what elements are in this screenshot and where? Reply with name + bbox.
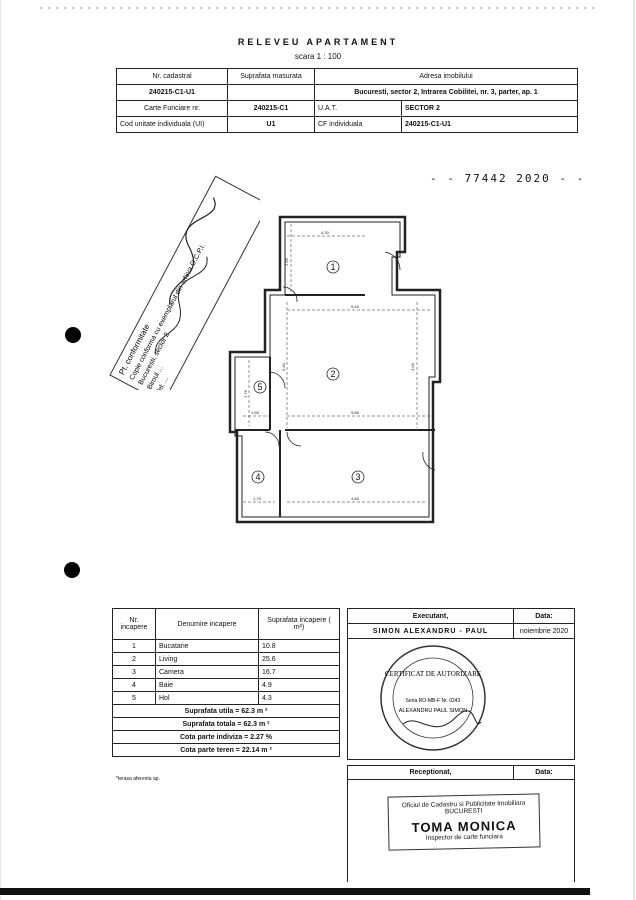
room-number-1: 1 (330, 262, 335, 272)
room-area: 4.9 (258, 678, 340, 692)
room-nr: 1 (112, 639, 156, 653)
indivisible-quota: Cota parte indiviza = 2.27 % (112, 730, 340, 744)
executant-name: SIMON ALEXANDRU - PAUL (347, 623, 514, 639)
room-nr: 2 (112, 652, 156, 666)
signature-scribble (169, 197, 216, 306)
useful-area: Suprafata utila = 62.3 m ² (112, 704, 340, 718)
room-name: Bucatarie (155, 639, 259, 653)
footnote: *terasa aferenta ap. (116, 776, 160, 782)
floor-plan: 4.30 2.95 5.45 6.40 4.00 5.85 2.76 1.55 … (228, 215, 442, 524)
dim-label: 4.60 (351, 496, 360, 501)
unit-code-value: U1 (227, 116, 315, 133)
room-number-3: 3 (355, 472, 360, 482)
registration-number: - - 77442 2020 - - (430, 172, 586, 185)
room-area: 16.7 (258, 665, 340, 679)
table-row: 5 Hol 4.3 (112, 691, 340, 705)
scale-label: scara 1 : 100 (294, 52, 342, 61)
dim-label: 1.55 (251, 410, 260, 415)
uat-value: SECTOR 2 (401, 100, 578, 117)
room-name: Camera (155, 665, 259, 679)
dim-label: 4.00 (410, 362, 415, 371)
room-name: Baie (155, 678, 259, 692)
dim-label: 5.45 (351, 304, 360, 309)
executant-seal-area: CERTIFICAT DE AUTORIZARE Seria RO-MB-F N… (347, 638, 575, 760)
room-name: Hol (155, 691, 259, 705)
room-nr: 5 (112, 691, 156, 705)
land-quota: Cota parte teren = 22.14 m ² (112, 743, 340, 757)
room-name: Living (155, 652, 259, 666)
header-room-name: Denumire incapere (155, 608, 259, 640)
rooms-table: Nr. incapere Denumire incapere Suprafata… (112, 608, 340, 757)
cf-value: 240215-C1 (227, 100, 315, 117)
cf-label: Carte Funciare nr. (116, 100, 228, 117)
table-row: 4 Baie 4.9 (112, 678, 340, 692)
executant-table: Executant, Data: SIMON ALEXANDRU - PAUL … (347, 608, 575, 760)
seal-series: Seria RO-MB-F Nr. 0243 (406, 698, 461, 704)
receptionist-table: Receptionat, Data: (347, 765, 575, 882)
dim-label: 4.30 (321, 230, 330, 235)
room-area: 4.3 (258, 691, 340, 705)
dim-label: 2.76 (243, 389, 248, 398)
cf-individual-value: 240215-C1-U1 (401, 116, 578, 133)
stamp-line-2: Copie conforma cu exemplarul din arhiva … (129, 243, 207, 382)
cadastral-number: 240215-C1-U1 (116, 84, 228, 101)
unit-code-label: Cod unitate individuala (UI) (116, 116, 228, 133)
header-cadastral: Nr. cadastral (116, 68, 228, 85)
table-row: 3 Camera 16.7 (112, 665, 340, 679)
header-receptionist: Receptionat, (347, 765, 514, 780)
document-title: RELEVEU APARTAMENT (237, 37, 399, 47)
executant-signature (402, 710, 482, 728)
inspector-name: TOMA MONICA (411, 817, 517, 836)
scan-bottom-bar (0, 888, 590, 895)
dim-label: 5.85 (351, 410, 360, 415)
dim-label: 2.95 (284, 257, 289, 266)
uat-label: U.A.T. (314, 100, 402, 117)
seal-name: ALEXANDRU PAUL SIMON (399, 708, 467, 714)
dim-label: 1.70 (253, 496, 262, 501)
header-receptionist-date: Data: (513, 765, 575, 780)
room-area: 25.6 (258, 652, 340, 666)
dim-label: 6.40 (281, 362, 286, 371)
header-room-area: Suprafata incapere ( m²) (258, 608, 340, 640)
room-nr: 4 (112, 678, 156, 692)
table-row: 1 Bucatarie 10.8 (112, 639, 340, 653)
header-executant: Executant, (347, 608, 514, 624)
room-number-2: 2 (330, 369, 335, 379)
table-row: 2 Living 25.6 (112, 652, 340, 666)
header-address: Adresa imobilului (314, 68, 578, 85)
punch-hole-mark (64, 562, 80, 578)
measured-area (227, 84, 315, 101)
header-room-number: Nr. incapere (112, 608, 156, 640)
cf-individual-label: CF individuala (314, 116, 402, 133)
certified-copy-stamp: Pt. conformitate Copie conforma cu exemp… (109, 175, 260, 390)
executant-date: noiembrie 2020 (513, 623, 575, 639)
identification-table: Nr. cadastral Suprafata masurata Adresa … (116, 68, 578, 133)
header-date: Data: (513, 608, 575, 624)
room-area: 10.8 (258, 639, 340, 653)
room-number-4: 4 (255, 472, 260, 482)
seal-title: CERTIFICAT DE AUTORIZARE (385, 670, 481, 678)
total-area: Suprafata totala = 62.3 m ² (112, 717, 340, 731)
property-address: Bucuresti, sector 2, Intrarea Cobilitei,… (314, 84, 578, 101)
room-nr: 3 (112, 665, 156, 679)
room-number-5: 5 (257, 382, 262, 392)
authorization-seal: CERTIFICAT DE AUTORIZARE Seria RO-MB-F N… (380, 645, 486, 751)
ocpi-reception-stamp: Oficiul de Cadastru si Publicitate Imobi… (387, 793, 541, 851)
punch-hole-mark (65, 327, 81, 343)
header-area: Suprafata masurata (227, 68, 315, 85)
